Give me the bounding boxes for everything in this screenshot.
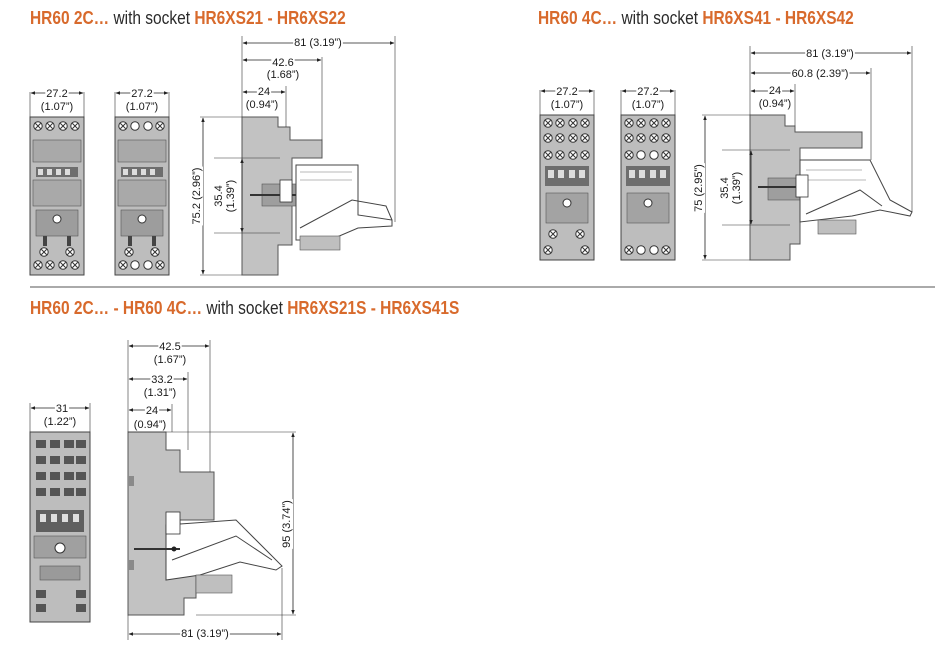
dim-short-4c-in: (0.94”) (759, 98, 791, 110)
heading-2c-relay-code: HR60 2C… (30, 8, 110, 28)
dim-pin-4c-in: (1.39”) (731, 172, 743, 204)
dim-width-s-mm: 31 (56, 403, 68, 415)
dim-width-4c-a-in: (1.07”) (551, 99, 583, 111)
dim-pin-4c-mm: 35.4 (719, 177, 731, 198)
heading-4c-with-socket: with socket (617, 8, 703, 28)
dim-mid-2c-mm: 42.6 (272, 57, 293, 69)
dim-height-s: 95 (3.74”) (281, 500, 293, 548)
dim-width-4c-b: 27.2 (1.07”) (620, 86, 676, 115)
dim-b-s-in: (1.31”) (144, 387, 176, 399)
dim-short-2c-in: (0.94”) (246, 99, 278, 111)
dim-short-4c-mm: 24 (769, 85, 781, 97)
dim-width-2c-b-mm: 27.2 (131, 88, 152, 100)
dim-width-4c-b-mm: 27.2 (637, 86, 658, 98)
dim-c-s-mm: 24 (146, 405, 158, 417)
front-view-s-socket (29, 431, 91, 623)
dim-width-2c-a-mm: 27.2 (46, 88, 67, 100)
heading-s-with-socket: with socket (202, 298, 288, 318)
dim-side-2c: 81 (3.19”) 42.6 (1.68”) 24 (0.94”) 75.2 … (191, 36, 396, 276)
front-view-4c-socket-a (539, 114, 595, 261)
dim-mid-4c: 60.8 (2.39”) (792, 68, 849, 80)
front-view-2c-socket-b (114, 116, 170, 276)
heading-s-socket: HR60 2C… - HR60 4C… with socket HR6XS21S… (30, 298, 459, 319)
dim-total-2c: 81 (3.19”) (294, 37, 342, 49)
heading-4c-relay-code: HR60 4C… (538, 8, 618, 28)
dim-width-4c-b-in: (1.07”) (632, 99, 664, 111)
dim-short-2c-mm: 24 (258, 86, 270, 98)
dim-width-2c-b: 27.2 (1.07”) (114, 88, 170, 117)
dim-pin-2c-in: (1.39”) (225, 180, 237, 212)
dim-a-s-mm: 42.5 (159, 341, 180, 353)
heading-2c-socket: HR60 2C… with socket HR6XS21 - HR6XS22 (30, 8, 346, 29)
dim-pin-2c-mm: 35.4 (213, 185, 225, 206)
dim-b-s-mm: 33.2 (151, 374, 172, 386)
dim-total-s: 81 (3.19”) (181, 628, 229, 640)
heading-4c-socket: HR60 4C… with socket HR6XS41 - HR6XS42 (538, 8, 854, 29)
dim-width-s: 31 (1.22”) (29, 403, 91, 432)
dim-side-s: 42.5 (1.67”) 33.2 (1.31”) 24 (0.94”) 95 … (127, 340, 296, 640)
heading-s-relay-code: HR60 2C… - HR60 4C… (30, 298, 203, 318)
side-view-4c-socket (749, 114, 913, 261)
heading-2c-socket-code: HR6XS21 - HR6XS22 (194, 8, 346, 28)
dim-width-2c-b-in: (1.07”) (126, 101, 158, 113)
side-view-s-socket (127, 431, 283, 616)
dim-a-s-in: (1.67”) (154, 354, 186, 366)
side-view-2c-socket (241, 116, 393, 276)
dim-width-2c-a: 27.2 (1.07”) (29, 88, 85, 117)
heading-4c-socket-code: HR6XS41 - HR6XS42 (702, 8, 854, 28)
dim-side-4c: 81 (3.19”) 60.8 (2.39”) 24 (0.94”) 75 (2… (693, 46, 913, 261)
heading-2c-with-socket: with socket (109, 8, 195, 28)
heading-s-socket-code: HR6XS21S - HR6XS41S (287, 298, 460, 318)
dim-height-2c: 75.2 (2.96”) (191, 168, 203, 225)
dim-mid-2c-in: (1.68”) (267, 69, 299, 81)
dim-total-4c: 81 (3.19”) (806, 48, 854, 60)
dim-c-s-in: (0.94”) (134, 419, 166, 431)
dim-width-4c-a-mm: 27.2 (556, 86, 577, 98)
dim-width-2c-a-in: (1.07”) (41, 101, 73, 113)
dim-height-4c: 75 (2.95”) (693, 164, 705, 212)
dim-width-s-in: (1.22”) (44, 416, 76, 428)
front-view-4c-socket-b (620, 114, 676, 261)
dim-width-4c-a: 27.2 (1.07”) (539, 86, 595, 115)
front-view-2c-socket-a (29, 116, 85, 276)
